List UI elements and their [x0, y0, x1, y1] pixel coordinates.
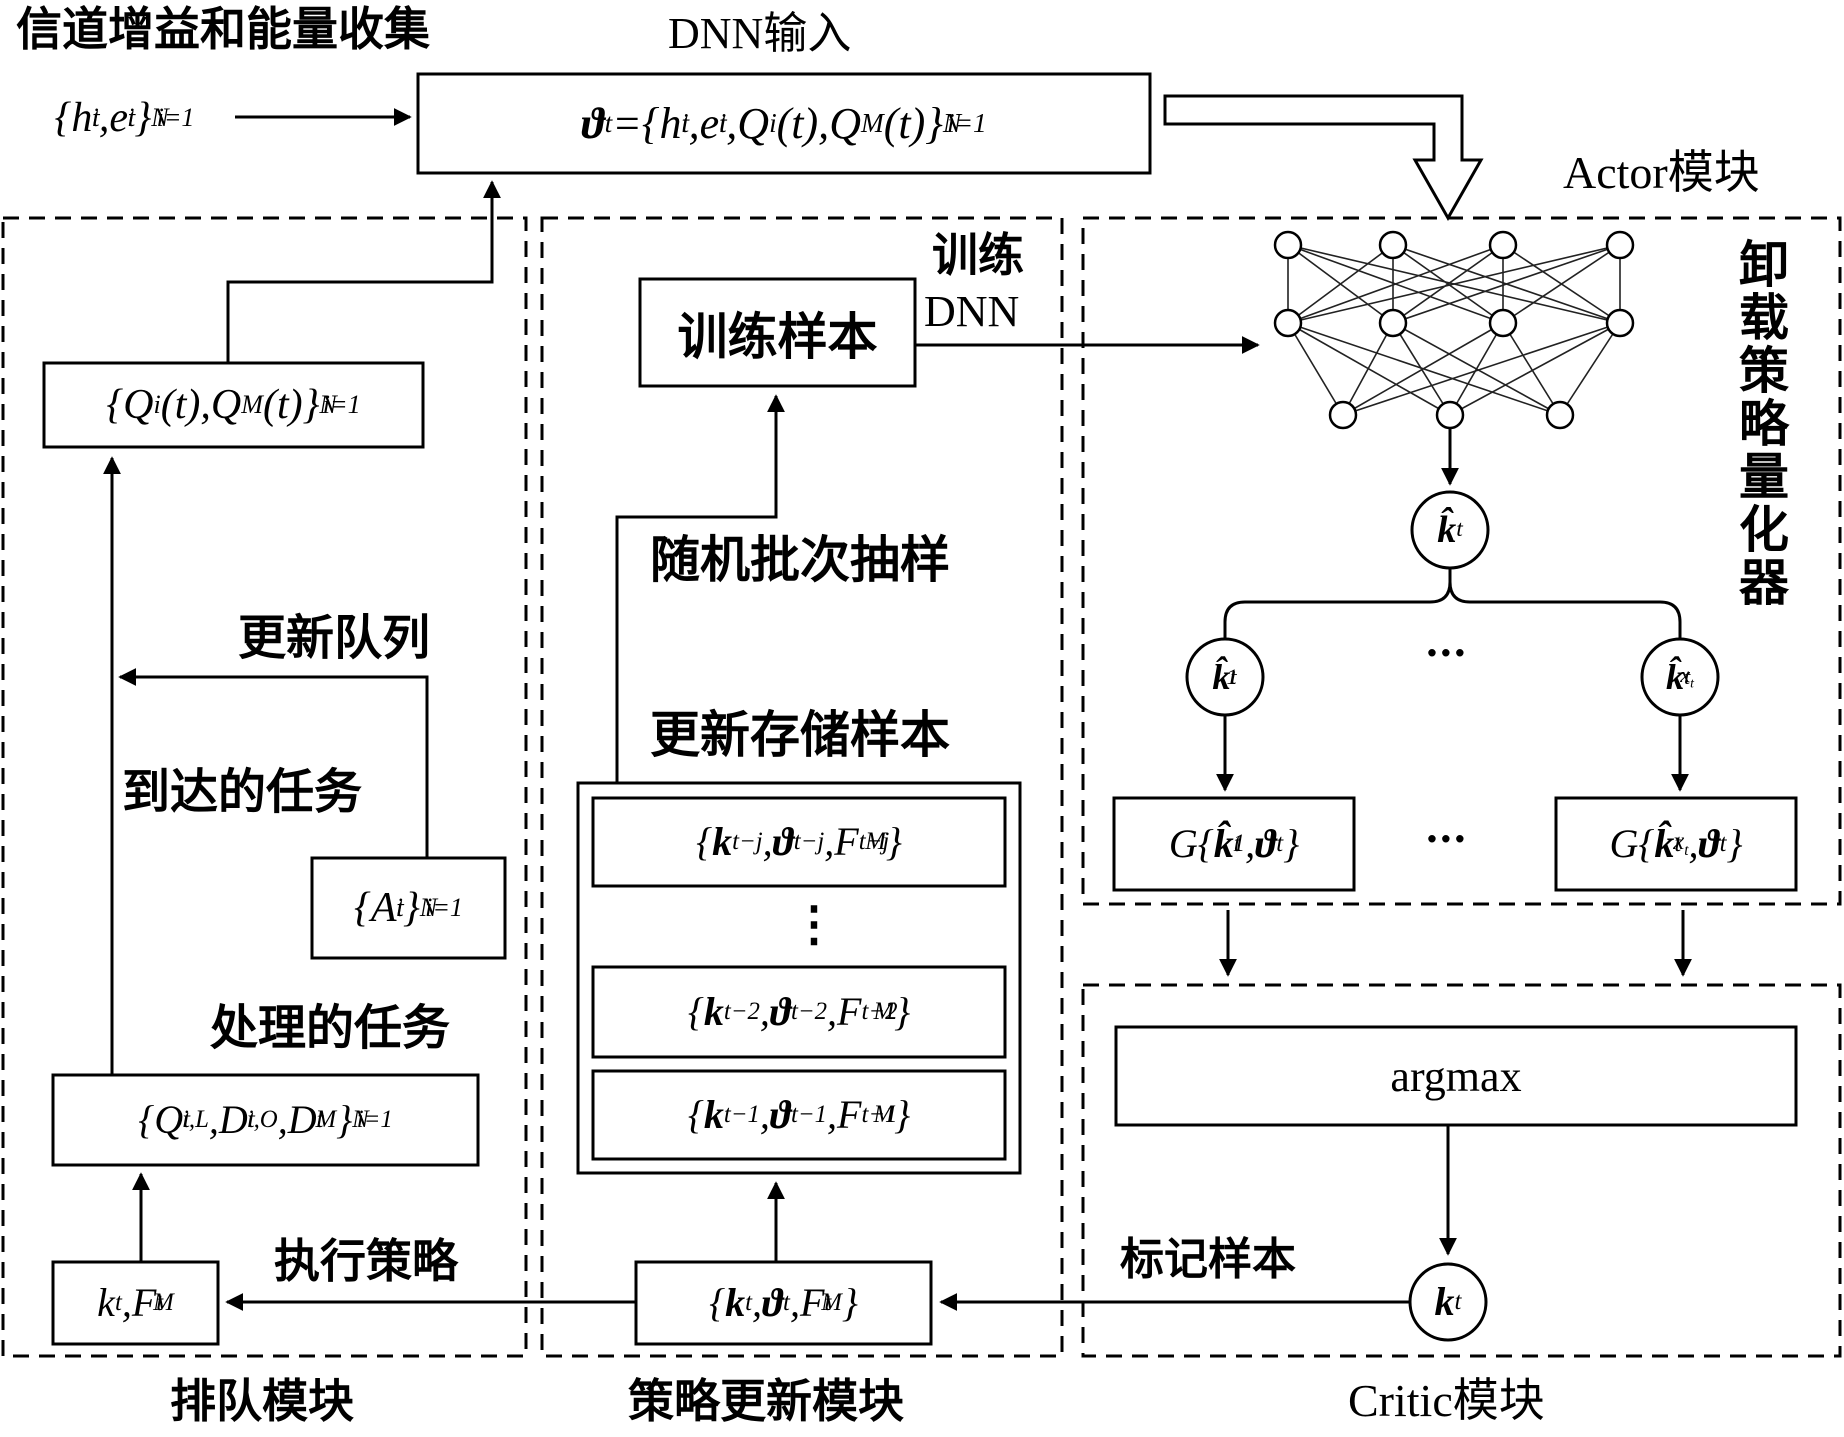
nn-node [1273, 308, 1303, 338]
nn-edge [1287, 322, 1451, 416]
nn-edge [1449, 322, 1621, 416]
critic-module-frame [1081, 983, 1842, 1358]
processed-task-label: 处理的任务 [210, 1000, 451, 1056]
policy-update-module-frame [540, 216, 1064, 1358]
nn-edge [1342, 322, 1621, 416]
quantizer-branch [1223, 568, 1682, 639]
branch-dots: ··· [1425, 630, 1467, 677]
nn-node [1328, 400, 1358, 430]
memory-outer-box [576, 781, 1022, 1175]
dnn-input-box [416, 72, 1152, 175]
dnn-input-label: DNN输入 [668, 9, 852, 58]
nn-edge [1287, 322, 1344, 416]
update-queue-label: 更新队列 [238, 610, 431, 666]
nn-node [1488, 230, 1518, 260]
nn-edge [1342, 322, 1504, 416]
k-hat-symbol: k̂t [1437, 509, 1463, 551]
nn-edge [1287, 244, 1394, 324]
nn-node [1435, 400, 1465, 430]
nn-node [1378, 230, 1408, 260]
nn-node [1488, 308, 1518, 338]
memory-to-train-arrow [615, 394, 785, 783]
g-dots: ··· [1425, 816, 1467, 863]
queue-module-frame [1, 216, 528, 1358]
argmax-label: argmax [1390, 1051, 1522, 1101]
decision-box [51, 1260, 220, 1346]
queue-module-label: 排队模块 [170, 1374, 354, 1428]
g-box-x [1554, 796, 1798, 892]
train-dnn-label-1: 训练 [932, 228, 1024, 282]
nn-node [1273, 230, 1303, 260]
arrival-box [310, 856, 507, 960]
channel-energy-label: 信道增益和能量收集 [16, 2, 430, 56]
nn-node [1545, 400, 1575, 430]
arrived-task-label: 到达的任务 [122, 764, 363, 820]
update-store-label: 更新存储样本 [650, 705, 950, 764]
random-batch-label: 随机批次抽样 [650, 530, 950, 589]
nn-edge [1392, 244, 1621, 324]
queue-to-input-connector [226, 180, 501, 363]
nn-edge [1392, 244, 1504, 324]
memory-row-2 [591, 965, 1007, 1059]
nn-edge [1502, 322, 1561, 416]
memory-row-3 [591, 1069, 1007, 1161]
processed-box [51, 1073, 480, 1167]
queue-state-box [42, 361, 425, 449]
memory-row-1 [591, 796, 1007, 888]
argmax-box [1114, 1025, 1798, 1127]
nn-node [1378, 308, 1408, 338]
nn-edge [1559, 322, 1621, 416]
actor-module-label: Actor模块 [1563, 147, 1760, 198]
dnn-network [1273, 230, 1635, 430]
dnn-input-to-actor-arrow [1163, 94, 1484, 222]
nn-edge [1287, 244, 1621, 324]
arrival-to-queue-arrow [118, 668, 429, 858]
g-box-1 [1112, 796, 1356, 892]
nn-edge [1502, 244, 1621, 324]
nn-edge [1287, 244, 1504, 324]
nn-edge [1449, 322, 1504, 416]
actor-module-frame [1081, 216, 1842, 906]
nn-node [1605, 230, 1635, 260]
memory-vdots: ⋮ [790, 896, 838, 952]
nn-edge [1342, 322, 1394, 416]
nn-node [1605, 308, 1635, 338]
execute-policy-label: 执行策略 [274, 1234, 458, 1288]
policy-update-module-label: 策略更新模块 [628, 1374, 904, 1428]
train-dnn-label-2: DNN [924, 287, 1020, 336]
quantizer-label: 卸载策略量化器 [1739, 235, 1789, 612]
train-sample-box [638, 277, 917, 388]
train-sample-label: 训练样本 [677, 306, 878, 366]
critic-module-label: Critic模块 [1348, 1375, 1545, 1426]
mark-sample-label: 标记样本 [1120, 1234, 1296, 1285]
